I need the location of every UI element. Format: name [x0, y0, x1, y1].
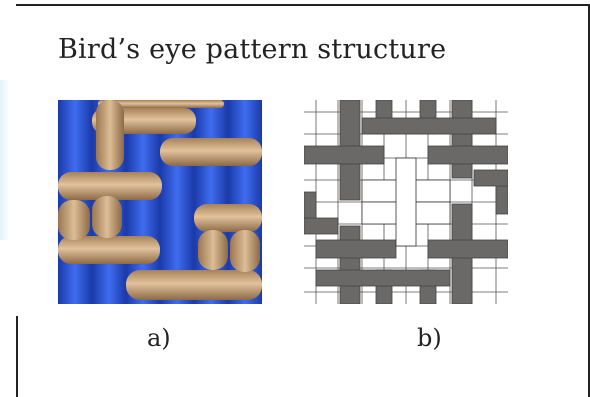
figure-title: Bird’s eye pattern structure: [58, 34, 447, 65]
caption-b: b): [417, 324, 442, 352]
woven-fabric-image: [58, 100, 262, 304]
frame-right-border: [588, 4, 590, 397]
frame-left-border: [16, 316, 18, 397]
white-center-floats: [361, 157, 451, 247]
caption-a: a): [147, 324, 171, 352]
left-accent-strip: [0, 80, 10, 240]
tan-weft-floats: [58, 100, 262, 300]
tan-warp-floats: [58, 100, 260, 272]
weave-schematic-diagram: [304, 100, 508, 304]
grey-weft-floats: [304, 117, 508, 287]
frame-top-border: [16, 4, 590, 6]
